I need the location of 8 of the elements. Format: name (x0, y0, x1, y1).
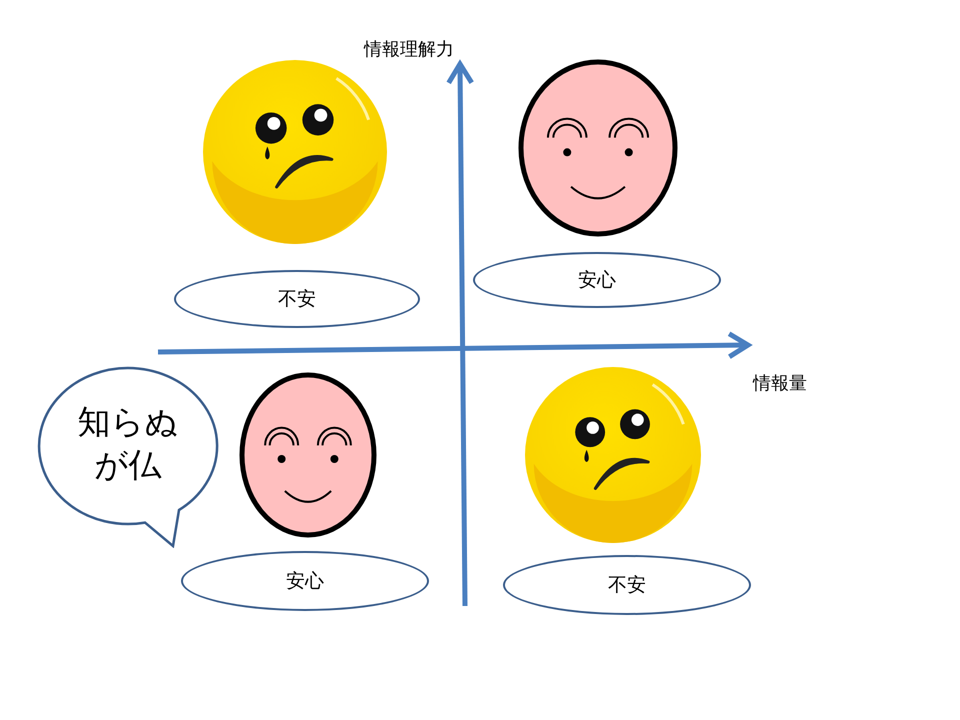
label-text: 安心 (578, 268, 616, 293)
label-text: 知らぬが仏 (76, 401, 180, 486)
axis-label: 情報理解力 (364, 38, 454, 61)
speech-bubble (37, 366, 219, 548)
axis-label: 情報量 (753, 372, 807, 395)
label-text: 不安 (278, 287, 316, 312)
label-text: 安心 (286, 569, 324, 594)
label-text: 不安 (608, 573, 646, 598)
